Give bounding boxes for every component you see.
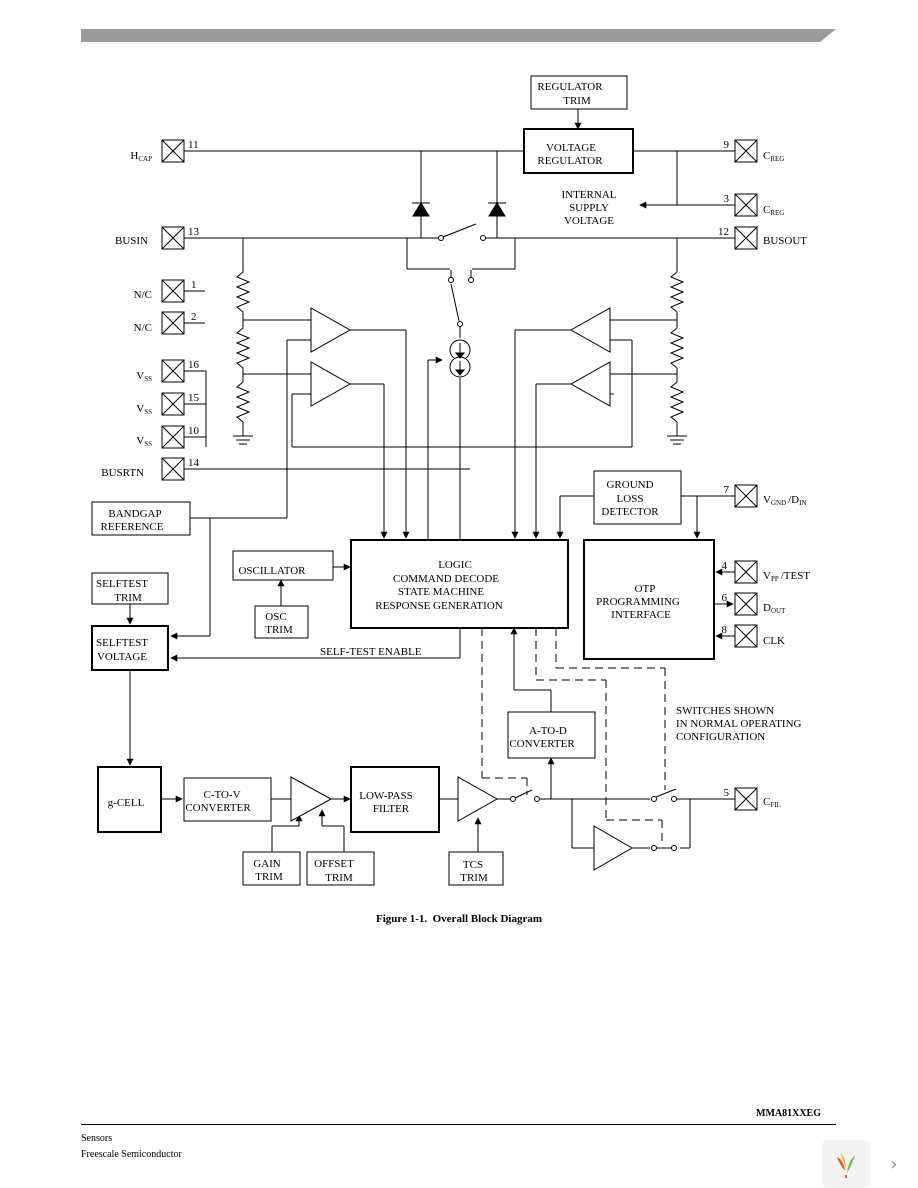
diode-left	[412, 202, 430, 217]
ground-loss-label-2: LOSS	[617, 493, 644, 505]
bus-switch	[438, 223, 486, 241]
header-bar	[81, 29, 836, 42]
resistor-ladder-left	[233, 271, 253, 445]
pin-nc1-name: N/C	[134, 289, 152, 301]
amplifiers	[290, 776, 633, 871]
part-number: MMA81XXEG	[756, 1108, 821, 1119]
pin-busout-number: 12	[718, 226, 729, 238]
osc-trim-label-2: TRIM	[265, 624, 293, 636]
selftest-voltage-label-2: VOLTAGE	[97, 651, 147, 663]
otp-label-2: PROGRAMMING	[596, 596, 680, 608]
pin-nc2-name: N/C	[134, 322, 152, 334]
pin-vss15-number: 15	[188, 392, 200, 404]
pin-creg9-name: CREG	[763, 150, 784, 163]
source-switch	[448, 270, 474, 327]
voltage-regulator-label: VOLTAGE	[546, 142, 596, 154]
pin-busin-number: 13	[188, 226, 200, 238]
tcs-trim-label: TCS	[463, 859, 483, 871]
logic-label-4: RESPONSE GENERATION	[375, 600, 502, 612]
tcs-trim-label-2: TRIM	[460, 872, 488, 884]
next-page-chevron-icon[interactable]: ›	[890, 1153, 898, 1175]
bandgap-label-2: REFERENCE	[101, 521, 164, 533]
osc-trim-label: OSC	[265, 611, 286, 623]
pin-hcap-name: HCAP	[130, 150, 152, 163]
pin-cfil-name: CFIL	[763, 796, 781, 809]
pin-clk-name: CLK	[763, 635, 785, 647]
pin-creg3-number: 3	[724, 193, 730, 205]
regulator-trim-label: REGULATOR	[537, 81, 603, 93]
a-to-d-label: A-TO-D	[529, 725, 567, 737]
pin-hcap-number: 11	[188, 139, 199, 151]
pin-busin-name: BUSIN	[115, 235, 148, 247]
pin-cfil-number: 5	[724, 787, 730, 799]
wiring	[126, 109, 735, 852]
current-source	[449, 339, 471, 378]
logic-label-2: COMMAND DECODE	[393, 573, 499, 585]
switches-note-3: CONFIGURATION	[676, 731, 765, 743]
pin-dout-number: 6	[722, 592, 728, 604]
switches-note-2: IN NORMAL OPERATING	[676, 718, 802, 730]
gain-trim-label-2: TRIM	[255, 871, 283, 883]
control-lines	[481, 628, 666, 842]
logic-label-3: STATE MACHINE	[398, 586, 484, 598]
c-to-v-label-2: CONVERTER	[185, 802, 251, 814]
internal-supply-label-3: VOLTAGE	[564, 215, 614, 227]
pin-vss10-number: 10	[188, 425, 200, 437]
otp-label: OTP	[635, 583, 656, 595]
diode-right	[488, 202, 506, 217]
self-test-enable-label: SELF-TEST ENABLE	[320, 646, 422, 658]
pin-vss15-name: VSS	[136, 403, 152, 416]
pin-vpp-number: 4	[722, 560, 728, 572]
viewer-nav: ›	[822, 1140, 918, 1188]
selftest-voltage-label: SELFTEST	[96, 637, 148, 649]
pin-nc2-number: 2	[191, 311, 197, 323]
g-cell-label: g-CELL	[108, 797, 145, 809]
a-to-d-label-2: CONVERTER	[509, 738, 575, 750]
viewer-logo-icon	[822, 1140, 870, 1188]
bandgap-label: BANDGAP	[108, 508, 161, 520]
pin-vss16-name: VSS	[136, 370, 152, 383]
pin-creg3-name: CREG	[763, 204, 784, 217]
regulator-trim-label-2: TRIM	[563, 95, 591, 107]
low-pass-label-2: FILTER	[373, 803, 410, 815]
footer-line-1: Sensors	[81, 1133, 113, 1144]
ground-loss-label-3: DETECTOR	[601, 506, 659, 518]
offset-trim-label-2: TRIM	[325, 872, 353, 884]
resistor-ladder-right	[667, 271, 687, 445]
pin-squares	[161, 139, 758, 811]
pin-clk-number: 8	[722, 624, 728, 636]
pin-vgnd-name: VGND/DIN	[763, 494, 807, 507]
ground-loss-label: GROUND	[606, 479, 653, 491]
oscillator-label: OSCILLATOR	[238, 565, 306, 577]
output-switches	[510, 788, 677, 851]
offset-trim-label: OFFSET	[314, 858, 354, 870]
pin-busrtn-name: BUSRTN	[101, 467, 144, 479]
footer-line-2: Freescale Semiconductor	[81, 1149, 182, 1160]
pin-busrtn-number: 14	[188, 457, 200, 469]
pin-vpp-name: VPP/TEST	[763, 570, 810, 583]
switches-note: SWITCHES SHOWN	[676, 705, 774, 717]
pin-creg9-number: 9	[724, 139, 730, 151]
pin-vss10-name: VSS	[136, 435, 152, 448]
c-to-v-label: C-TO-V	[203, 789, 240, 801]
internal-supply-label: INTERNAL	[562, 189, 617, 201]
logic-label: LOGIC	[438, 559, 472, 571]
otp-label-3: INTERFACE	[611, 609, 671, 621]
comparators	[310, 307, 611, 407]
selftest-trim-label-2: TRIM	[114, 592, 142, 604]
selftest-trim-label: SELFTEST	[96, 578, 148, 590]
block-boxes	[91, 75, 715, 886]
pin-vgnd-number: 7	[724, 484, 730, 496]
pin-dout-name: DOUT	[763, 602, 786, 615]
pin-vss16-number: 16	[188, 359, 200, 371]
voltage-regulator-label-2: REGULATOR	[537, 155, 603, 167]
low-pass-label: LOW-PASS	[359, 790, 412, 802]
gain-trim-label: GAIN	[253, 858, 281, 870]
internal-supply-label-2: SUPPLY	[569, 202, 609, 214]
pin-busout-name: BUSOUT	[763, 235, 807, 247]
footer-rule	[81, 1124, 836, 1125]
figure-caption: Figure 1-1. Overall Block Diagram	[376, 913, 542, 925]
pin-nc1-number: 1	[191, 279, 197, 291]
